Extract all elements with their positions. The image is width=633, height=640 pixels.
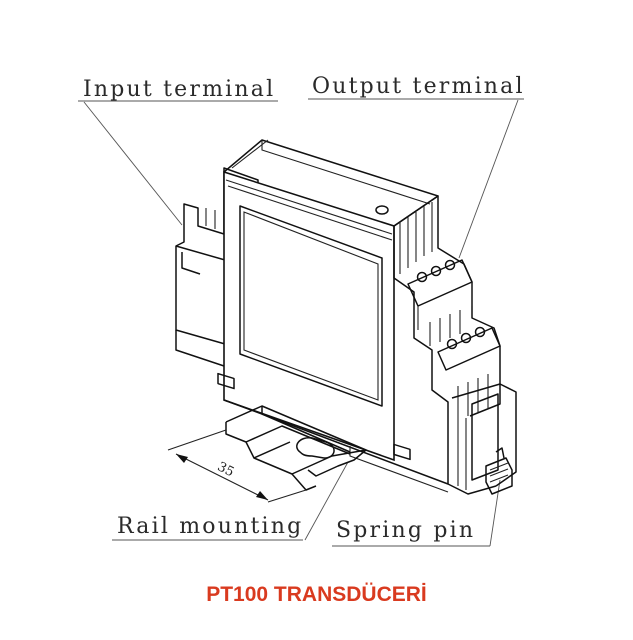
spring-pin-label: Spring pin <box>336 518 475 543</box>
spring-pin-icon <box>485 447 513 495</box>
rail-mounting-label: Rail mounting <box>117 514 303 539</box>
label-window <box>239 205 383 407</box>
dimension-35: 35 <box>167 429 307 503</box>
output-terminal-label: Output terminal <box>312 74 525 99</box>
leader-lines <box>78 98 524 547</box>
slot-right <box>393 443 411 461</box>
module-body <box>175 139 517 495</box>
front-face <box>223 170 395 462</box>
rail-slot <box>296 437 335 459</box>
product-caption: PT100 TRANSDÜCERİ <box>206 583 427 606</box>
slot-left <box>217 372 235 390</box>
top-screw-icon <box>375 205 389 215</box>
dimension-label: 35 <box>215 459 237 480</box>
input-terminal-label: Input terminal <box>83 77 275 102</box>
output-terminal-screws <box>416 259 456 283</box>
